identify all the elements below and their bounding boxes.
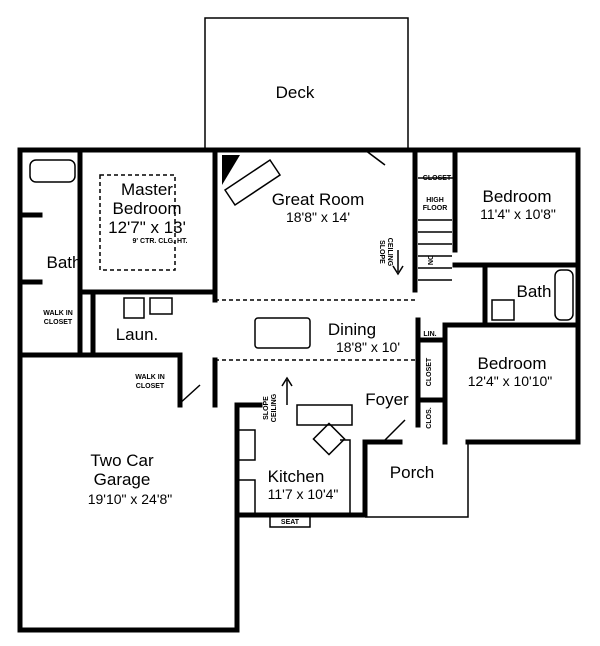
stairs-dn-label: DN (426, 255, 433, 265)
seat-label: SEAT (281, 519, 300, 526)
dining-size: 18'8" x 10' (336, 339, 400, 355)
dining-label: Dining (328, 320, 376, 339)
bedroom-1-label: Bedroom (483, 187, 552, 206)
walk-in-closet-master-2: CLOSET (44, 319, 73, 326)
bedroom-2-size: 12'4" x 10'10" (468, 373, 553, 389)
closet-top-label: CLOSET (423, 175, 452, 182)
master-ceiling-note: 9' CTR. CLG. HT. (133, 238, 188, 245)
walk-in-closet-hall-2: CLOSET (136, 383, 165, 390)
high-floor-1: HIGH (426, 197, 444, 204)
walls (17, 147, 581, 633)
porch-label: Porch (390, 463, 434, 482)
linen-label: LIN. (423, 331, 436, 338)
garage-size: 19'10" x 24'8" (88, 491, 173, 507)
kitchen-label: Kitchen (268, 467, 325, 486)
kitchen-size: 11'7 x 10'4" (268, 486, 339, 502)
fixtures (29, 149, 574, 528)
garage-label-2: Garage (94, 470, 151, 489)
master-bedroom-label-1: Master (121, 180, 173, 199)
stairs (418, 219, 452, 281)
great-room-size: 18'8" x 14' (286, 209, 350, 225)
bedroom-1-size: 11'4" x 10'8" (480, 206, 556, 222)
slope-ceiling-kitchen-1: SLOPE (263, 396, 270, 420)
foyer-label: Foyer (365, 390, 409, 409)
master-bedroom-label-2: Bedroom (113, 199, 182, 218)
garage-label-1: Two Car (90, 451, 154, 470)
master-bath-label: Bath (47, 253, 82, 272)
high-floor-2: FLOOR (423, 205, 448, 212)
walk-in-closet-master-1: WALK IN (43, 310, 73, 317)
bedroom-2-label: Bedroom (478, 354, 547, 373)
great-room-label: Great Room (272, 190, 365, 209)
laundry-label: Laun. (116, 325, 159, 344)
master-bedroom-size: 12'7" x 13' (108, 218, 186, 237)
closet-mid-label: CLOSET (426, 357, 433, 386)
slope-ceiling-great-1: SLOPE (378, 240, 385, 264)
slope-ceiling-great-2: CEILING (386, 238, 393, 267)
closet-small-label: CLOS. (426, 407, 433, 428)
deck-label: Deck (276, 83, 315, 102)
walk-in-closet-hall-1: WALK IN (135, 374, 165, 381)
slope-ceiling-kitchen-2: CEILING (271, 393, 278, 422)
bath-2-label: Bath (517, 282, 552, 301)
deck (204, 17, 409, 150)
